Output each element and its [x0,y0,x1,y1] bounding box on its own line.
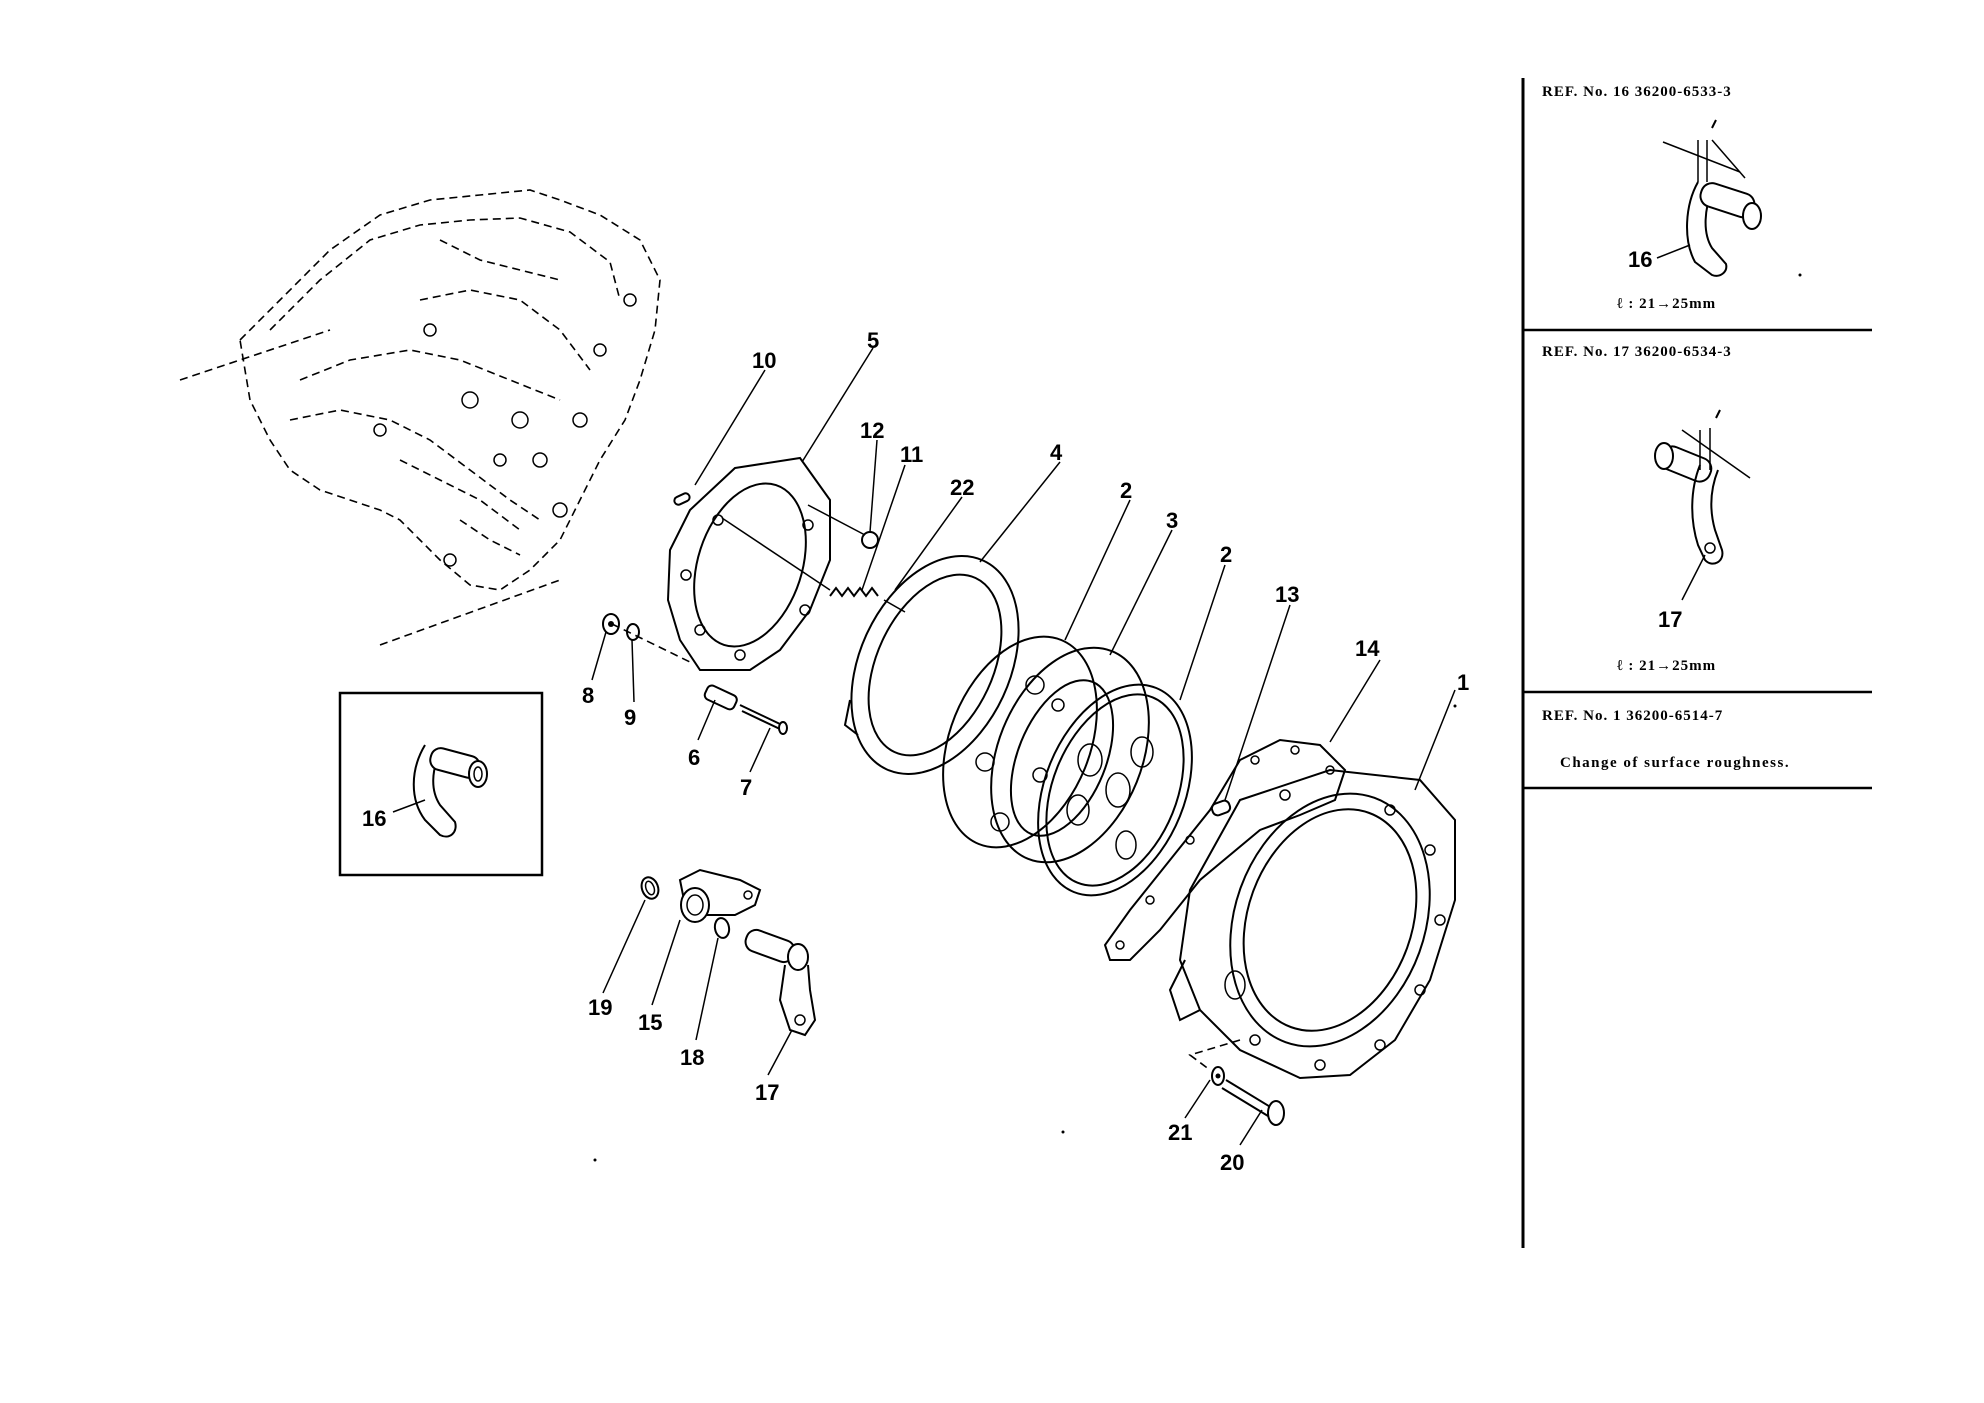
scan-speck [1798,273,1802,277]
part-17-cam-lever [744,928,817,1037]
part-2-brake-disc-b [1037,683,1193,897]
label-part-22: 22 [950,475,974,500]
label-part-15: 15 [638,1010,662,1035]
part-7-stud [739,704,788,735]
label-part-12: 12 [860,418,884,443]
part-4-plate [843,555,1020,775]
label-part-10: 10 [752,348,776,373]
leader-axis-plate [721,517,831,591]
label-part-6: 6 [688,745,700,770]
part-13-pin [1210,799,1232,817]
label-part-1: 1 [1457,670,1469,695]
part-6-sleeve [703,684,738,711]
part-1-brake-case [1168,768,1456,1080]
part-15-gear-bracket [678,868,762,923]
part-19-snap-ring [640,876,660,900]
label-part-19: 19 [588,995,612,1020]
label-part-11: 11 [900,442,923,467]
part-5-cover-plate [666,456,831,671]
scan-speck [593,1158,597,1162]
ref-17-lever-drawing: 17 [1654,409,1751,632]
label-part-2b: 2 [1220,542,1232,567]
part-11-spring [829,586,879,598]
leader-axis-ball [807,504,866,536]
ref-number-1: REF. No. 1 36200-6514-7 [1542,708,1723,724]
part-8-nut [602,613,620,635]
leader-lines [591,347,1456,1146]
ref-16-lever-drawing: 16 [1628,119,1762,277]
ref-note-surface-roughness: Change of surface roughness. [1560,755,1790,771]
label-part-20: 20 [1220,1150,1244,1175]
ref-label-16: 16 [1628,247,1652,272]
label-part-3: 3 [1166,508,1178,533]
axis-line-20-21 [1188,1039,1241,1071]
label-part-5: 5 [867,328,879,353]
ref-number-17: REF. No. 17 36200-6534-3 [1542,344,1732,360]
scan-speck [1453,704,1457,708]
part-10-pin [673,492,691,506]
leader-axis-spring [883,599,906,613]
ref-number-16: REF. No. 16 36200-6533-3 [1542,84,1732,100]
transmission-housing-outline [179,189,661,646]
part-18-o-ring [713,917,731,939]
inset-box-part-16: 16 [338,691,544,877]
label-part-4: 4 [1050,440,1063,465]
label-part-18: 18 [680,1045,704,1070]
label-part-7: 7 [740,775,752,800]
label-part-9: 9 [624,705,636,730]
label-part-13: 13 [1275,582,1299,607]
part-14-gasket [1103,738,1347,961]
label-part-2a: 2 [1120,478,1132,503]
inset-label-16: 16 [362,806,386,831]
part-21-washer [1211,1066,1225,1086]
part-20-bolt [1221,1079,1285,1126]
scan-speck [1061,1130,1065,1134]
reference-panel: REF. No. 16 36200-6533-3 16 ℓ : 21→25mm … [1521,78,1872,1248]
axis-line-8-9 [611,623,691,663]
label-part-17: 17 [755,1080,779,1105]
ref-label-17: 17 [1658,607,1682,632]
ref-dimension-17: ℓ : 21→25mm [1617,658,1716,674]
ref-dimension-16: ℓ : 21→25mm [1617,296,1716,312]
label-part-14: 14 [1355,636,1380,661]
label-part-8: 8 [582,683,594,708]
label-part-21: 21 [1168,1120,1192,1145]
